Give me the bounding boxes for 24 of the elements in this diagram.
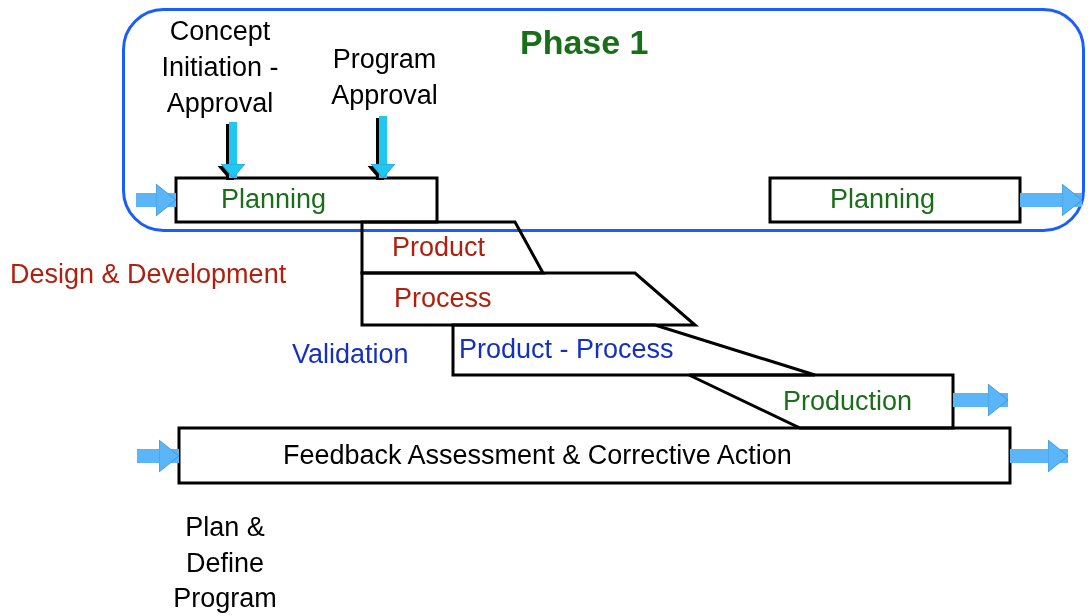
block-arrow [1010,439,1069,473]
milestone-label: Program Approval [312,42,457,116]
phase-title: Phase 1 [520,24,649,62]
phase-bar [770,178,1020,222]
bar-label: Feedback Assessment & Corrective Action [283,440,792,471]
phase-bar [453,325,815,375]
phase-bar [176,178,437,222]
phase-bar [689,375,953,428]
block-arrow [137,439,180,473]
block-arrow [136,183,177,217]
bar-label: Planning [830,185,936,215]
phase-bar [362,222,543,273]
phase-name: Design & Development [10,258,288,291]
phase-frame [122,8,1085,232]
block-arrow [1020,183,1083,217]
phase-bar [179,428,1010,483]
bar-label: Product - Process [459,335,674,365]
milestone-label: Concept Initiation - Approval [145,14,295,122]
bar-label: Planning [221,185,327,215]
bar-label: Product [392,232,486,263]
phase-name: Plan & Define Program [172,511,278,616]
phase-name: Validation [292,338,410,371]
bar-label: Production [783,386,913,417]
block-arrow [953,383,1009,417]
